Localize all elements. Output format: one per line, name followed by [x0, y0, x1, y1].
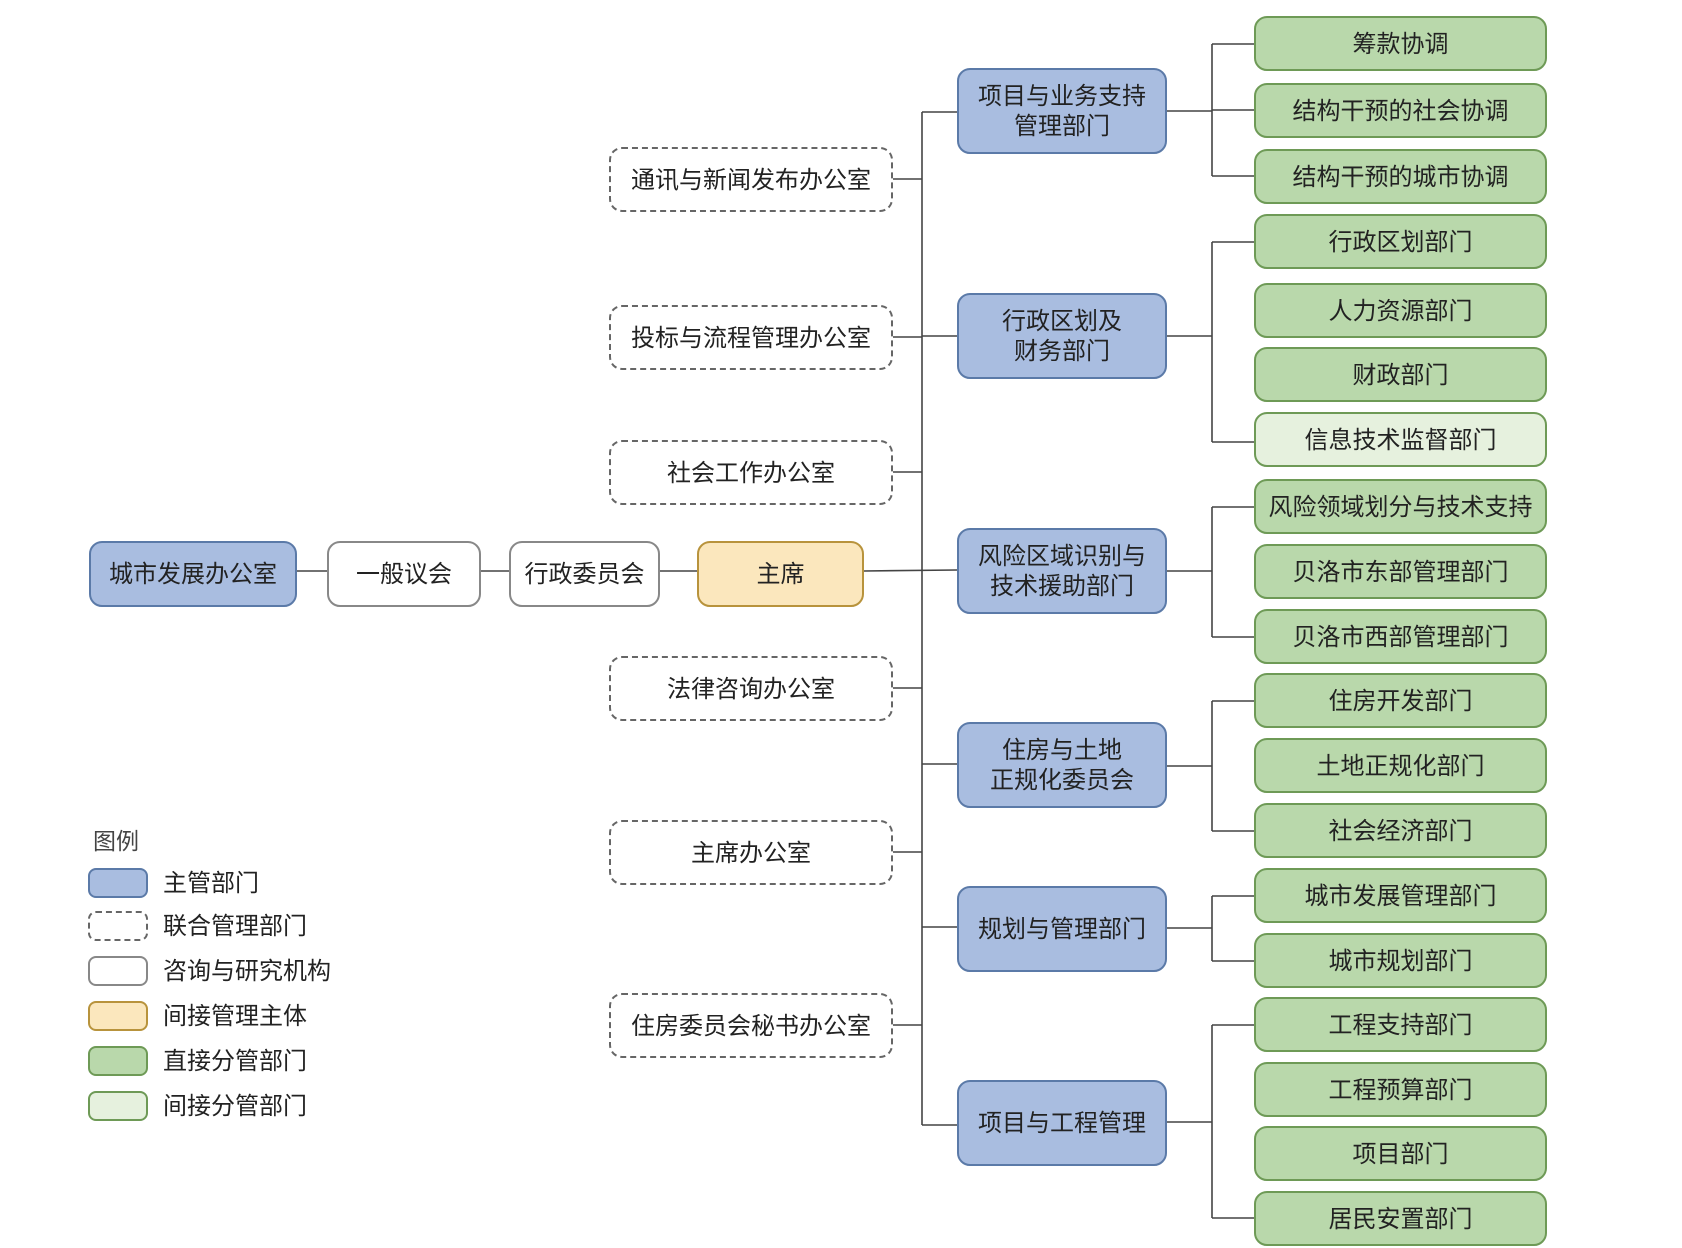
department-node: 规划与管理部门: [957, 886, 1167, 972]
subdepartment-node: 居民安置部门: [1254, 1191, 1547, 1246]
subdepartment-node: 贝洛市东部管理部门: [1254, 544, 1547, 599]
subdepartment-node: 贝洛市西部管理部门: [1254, 609, 1547, 664]
subdepartment-node: 财政部门: [1254, 347, 1547, 402]
legend-label: 联合管理部门: [163, 912, 307, 940]
subdepartment-node: 人力资源部门: [1254, 283, 1547, 338]
subdepartment-node: 城市发展管理部门: [1254, 868, 1547, 923]
office-node: 住房委员会秘书办公室: [609, 993, 893, 1058]
office-node: 社会工作办公室: [609, 440, 893, 505]
subdepartment-node: 结构干预的社会协调: [1254, 83, 1547, 138]
office-node: 法律咨询办公室: [609, 656, 893, 721]
subdepartment-node: 工程预算部门: [1254, 1062, 1547, 1117]
general-council-node: 一般议会: [327, 541, 481, 607]
legend-label: 间接分管部门: [163, 1092, 307, 1120]
subdepartment-node: 社会经济部门: [1254, 803, 1547, 858]
legend-label: 主管部门: [163, 869, 259, 897]
department-node: 项目与工程管理: [957, 1080, 1167, 1166]
subdepartment-node: 结构干预的城市协调: [1254, 149, 1547, 204]
legend-swatch-main: [88, 868, 148, 898]
subdepartment-node: 项目部门: [1254, 1126, 1547, 1181]
department-node: 行政区划及 财务部门: [957, 293, 1167, 379]
legend-swatch-joint: [88, 911, 148, 941]
legend-title: 图例: [93, 829, 139, 855]
subdepartment-node: 风险领域划分与技术支持: [1254, 479, 1547, 534]
admin-committee-node: 行政委员会: [509, 541, 660, 607]
legend-label: 咨询与研究机构: [163, 957, 331, 985]
subdepartment-node: 信息技术监督部门: [1254, 412, 1547, 467]
department-node: 住房与土地 正规化委员会: [957, 722, 1167, 808]
legend-swatch-direct-sub: [88, 1046, 148, 1076]
city-development-office-node: 城市发展办公室: [89, 541, 297, 607]
legend-swatch-indirect-sub: [88, 1091, 148, 1121]
subdepartment-node: 土地正规化部门: [1254, 738, 1547, 793]
subdepartment-node: 工程支持部门: [1254, 997, 1547, 1052]
office-node: 主席办公室: [609, 820, 893, 885]
legend-label: 直接分管部门: [163, 1047, 307, 1075]
chairman-node: 主席: [697, 541, 864, 607]
legend-swatch-advisory: [88, 956, 148, 986]
department-node: 项目与业务支持 管理部门: [957, 68, 1167, 154]
department-node: 风险区域识别与 技术援助部门: [957, 528, 1167, 614]
subdepartment-node: 行政区划部门: [1254, 214, 1547, 269]
office-node: 投标与流程管理办公室: [609, 305, 893, 370]
subdepartment-node: 筹款协调: [1254, 16, 1547, 71]
subdepartment-node: 城市规划部门: [1254, 933, 1547, 988]
office-node: 通讯与新闻发布办公室: [609, 147, 893, 212]
legend-swatch-indirect-entity: [88, 1001, 148, 1031]
legend-label: 间接管理主体: [163, 1002, 307, 1030]
subdepartment-node: 住房开发部门: [1254, 673, 1547, 728]
